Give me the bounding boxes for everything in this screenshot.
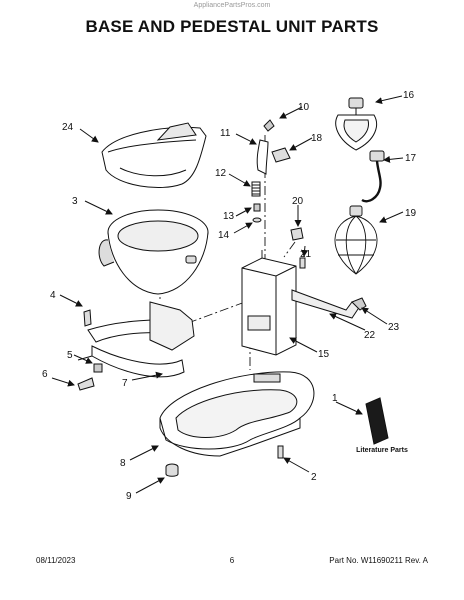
callout-8: 8 xyxy=(120,458,126,469)
literature-label: Literature Parts xyxy=(356,447,408,454)
callout-22: 22 xyxy=(364,330,376,341)
callout-11: 11 xyxy=(220,128,231,139)
screw-parts xyxy=(290,227,306,269)
callout-1: 1 xyxy=(332,393,338,404)
callout-24: 24 xyxy=(62,122,74,133)
page-title: BASE AND PEDESTAL UNIT PARTS xyxy=(85,17,379,36)
pouring-shield-part xyxy=(101,122,207,189)
callout-12: 12 xyxy=(215,168,227,179)
pedestal-column-part xyxy=(241,257,367,356)
callout-17: 17 xyxy=(405,153,417,164)
callout-7: 7 xyxy=(122,378,128,389)
callout-13: 13 xyxy=(223,211,235,222)
dough-hook-part xyxy=(361,150,385,203)
callout-3: 3 xyxy=(72,196,78,207)
mixing-bowl-part xyxy=(98,209,209,295)
callout-21: 21 xyxy=(300,249,312,260)
callout-6: 6 xyxy=(42,369,48,380)
bowl-bracket-part xyxy=(77,301,195,391)
foot-part xyxy=(165,463,179,477)
footer-page-number: 6 xyxy=(229,556,235,565)
footer-date: 08/11/2023 xyxy=(36,556,76,565)
callout-numbers: 1 2 3 4 5 6 7 8 9 10 11 12 13 14 15 16 1… xyxy=(42,90,417,502)
callout-15: 15 xyxy=(318,349,330,360)
flat-beater-part xyxy=(335,97,378,151)
base-screw-part xyxy=(277,445,284,459)
callout-2: 2 xyxy=(311,472,317,483)
base-part xyxy=(159,371,315,457)
callout-19: 19 xyxy=(405,208,417,219)
callout-10: 10 xyxy=(298,102,310,113)
watermark: AppliancePartsPros.com xyxy=(193,2,271,9)
callout-14: 14 xyxy=(218,230,230,241)
literature-booklet xyxy=(365,397,389,445)
callout-9: 9 xyxy=(126,491,132,502)
callout-18: 18 xyxy=(311,133,323,144)
wire-whip-part xyxy=(334,205,378,275)
leader-arrows xyxy=(51,95,404,494)
callout-4: 4 xyxy=(50,290,56,301)
callout-5: 5 xyxy=(67,350,73,361)
lift-rod-parts xyxy=(251,119,291,223)
callout-23: 23 xyxy=(388,322,400,333)
callout-16: 16 xyxy=(403,90,415,101)
footer-part-number: Part No. W11690211 Rev. A xyxy=(329,556,428,565)
callout-20: 20 xyxy=(292,196,304,207)
